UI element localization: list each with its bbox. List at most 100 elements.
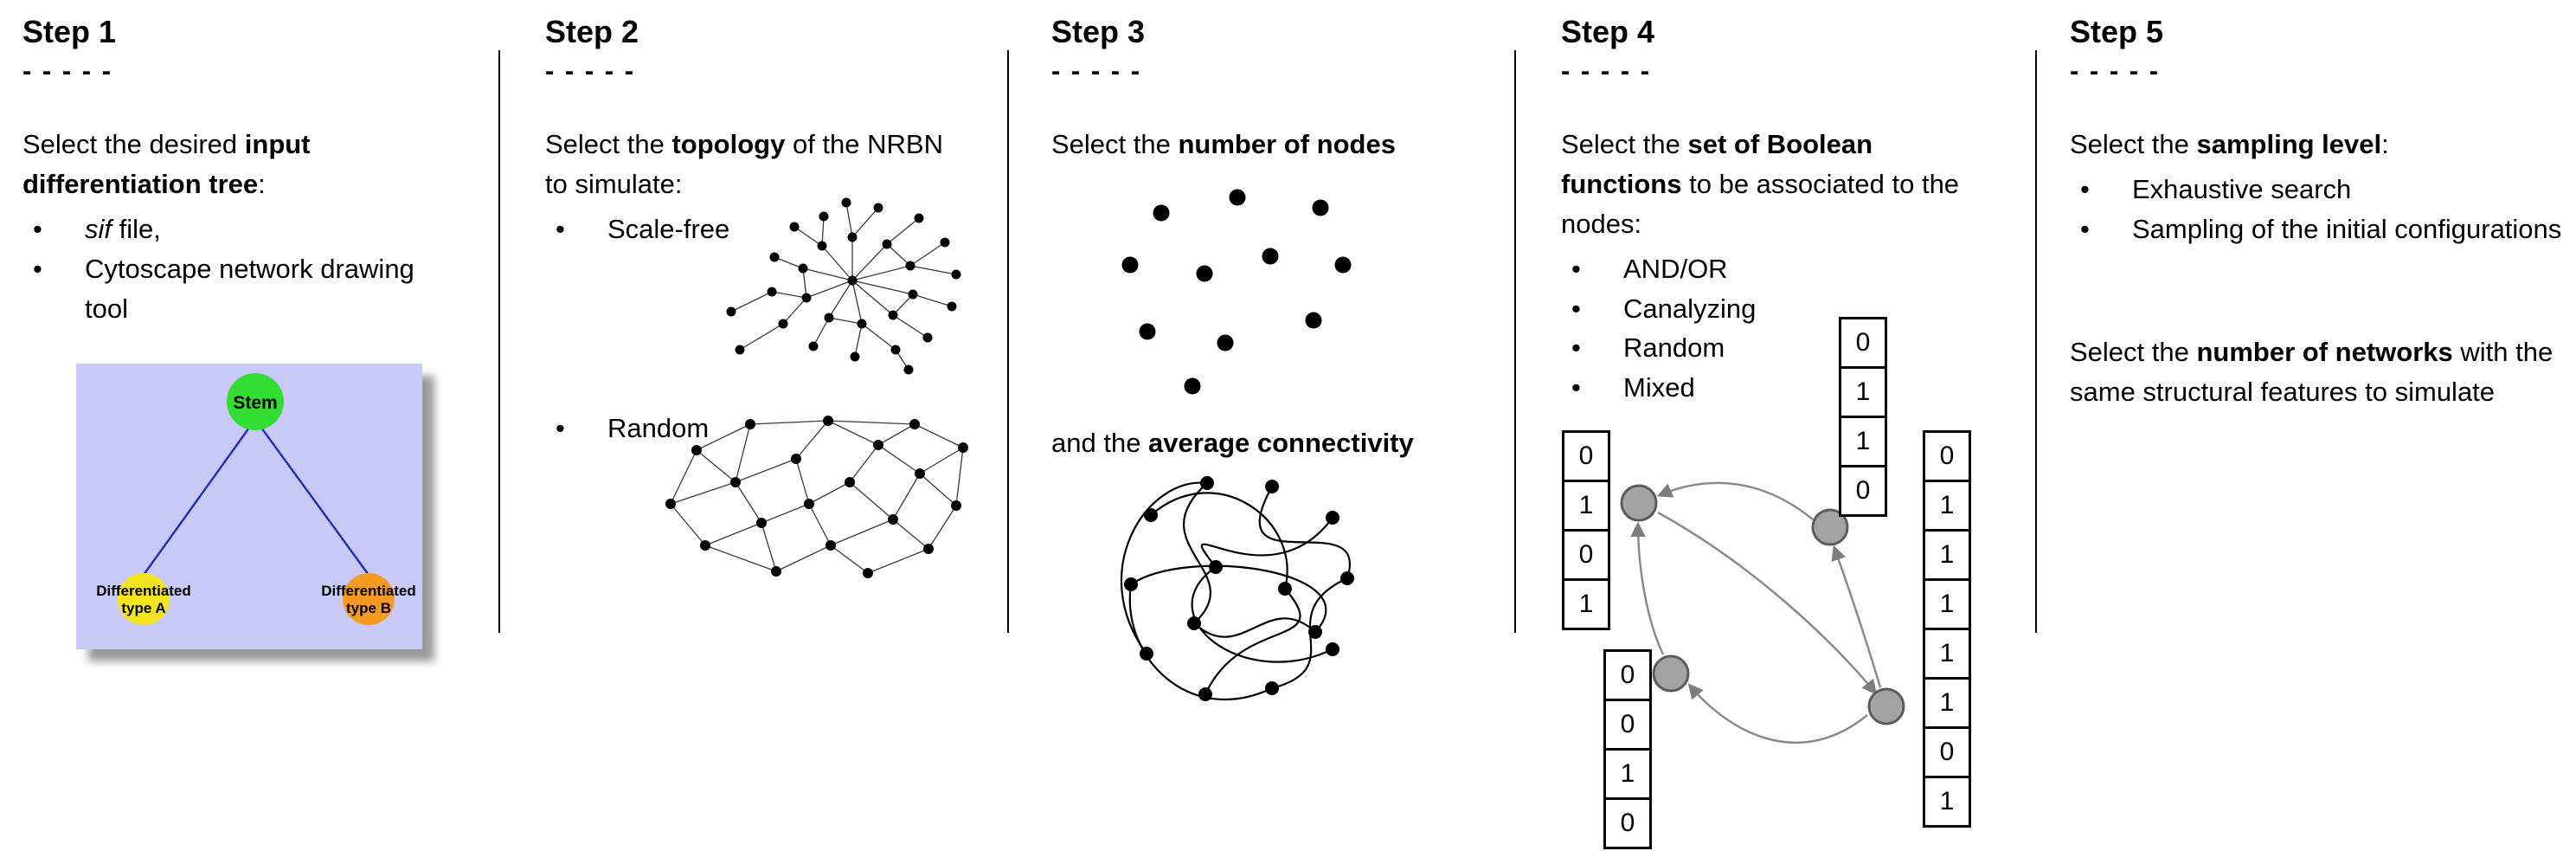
column-divider [498, 50, 500, 633]
truth-table-cell: 0 [1923, 726, 1971, 778]
bullet-marker: • [1571, 372, 1581, 403]
differentiated-type-a-node [118, 573, 170, 625]
truth-table-cell: 1 [1923, 677, 1971, 729]
bullet-label: Random [607, 412, 710, 443]
truth-table-cell: 1 [1562, 480, 1610, 532]
bullet-label: Sampling of the initial configurations [2132, 213, 2562, 244]
edge-d-to-c [1687, 683, 1868, 745]
step-1-panel: Step 1 - - - - - Select the desired inpu… [22, 14, 455, 328]
bullet-marker: • [1571, 332, 1581, 364]
bullet-label: Canalyzing [1623, 293, 1757, 324]
truth-table-cell: 1 [1562, 578, 1610, 630]
bullet-marker: • [33, 213, 42, 244]
step-4-separator: - - - - - [1561, 55, 1652, 86]
truth-table-cell: 1 [1923, 480, 1971, 532]
bullet-marker: • [33, 253, 42, 284]
scale-free-network-illustration [726, 197, 961, 375]
edge-d-to-b [1831, 545, 1882, 688]
column-divider [1514, 50, 1516, 633]
bullet-label: Cytoscape network drawing tool [85, 253, 414, 324]
step-1-separator: - - - - - [22, 55, 113, 86]
step-1-title: Step 1 [22, 14, 117, 49]
bullet-marker: • [1571, 253, 1581, 284]
step-4-panel: Step 4 - - - - - Select the set of Boole… [1561, 14, 2033, 408]
truth-table-cell: 0 [1603, 699, 1652, 751]
bullet-label: Mixed [1623, 372, 1695, 403]
step-4-title: Step 4 [1561, 14, 1655, 49]
differentiated-type-b-node [343, 573, 395, 625]
truth-table-cell: 0 [1603, 649, 1652, 701]
truth-table-cell: 1 [1923, 578, 1971, 630]
truth-table-cell: 0 [1839, 465, 1887, 517]
step-1-intro: Select the desired input differentiation… [22, 129, 311, 199]
step-3-separator: - - - - - [1051, 55, 1142, 86]
step-5-title: Step 5 [2070, 14, 2164, 49]
truth-table-cell: 1 [1603, 748, 1652, 800]
bullet-item-random: • Random [545, 409, 982, 448]
average-connectivity-illustration [1120, 476, 1354, 701]
truth-table-cell: 0 [1562, 430, 1610, 482]
bullet-item-sampling-initial-configurations: • Sampling of the initial configurations [2070, 210, 2567, 249]
truth-table-cell: 0 [1839, 317, 1887, 369]
step-5-separator: - - - - - [2070, 55, 2161, 86]
step-4-bullet-list: • AND/OR • Canalyzing • Random • Mixed [1561, 249, 2033, 409]
truth-table-cell: 0 [1562, 529, 1610, 581]
edge-a-to-d [1657, 511, 1878, 695]
step-1-bullet-list: • sif file, • Cytoscape network drawing … [22, 210, 455, 329]
step-2-separator: - - - - - [545, 55, 636, 86]
bullet-item-mixed: • Mixed [1561, 368, 2033, 408]
step-5-panel: Step 5 - - - - - Select the sampling lev… [2070, 14, 2567, 411]
bullet-label: sif file, [85, 213, 161, 244]
step-3-panel: Step 3 - - - - - Select the number of no… [1051, 14, 1510, 458]
step-3-line1: Select the number of nodes [1051, 129, 1396, 159]
tree-edge-to-type-b [260, 427, 370, 576]
truth-table-cell: 0 [1923, 430, 1971, 482]
bullet-label: Scale-free [607, 213, 730, 244]
tree-edge-to-type-a [142, 427, 251, 576]
bullet-marker: • [556, 412, 565, 443]
boolean-node-c [1652, 654, 1690, 693]
step-2-bullet-list: • Scale-free • Random [545, 210, 982, 448]
bullet-marker: • [556, 213, 565, 244]
boolean-network-graph [1620, 481, 1905, 745]
edge-c-to-a [1630, 521, 1665, 655]
step-2-panel: Step 2 - - - - - Select the topology of … [545, 14, 982, 448]
truth-table-cell: 1 [1923, 628, 1971, 680]
edge-b-to-a [1656, 481, 1814, 520]
type-a-label-line1: Differentiated [96, 583, 191, 599]
bullet-item-cytoscape: • Cytoscape network drawing tool [22, 249, 455, 329]
truth-table-cell: 1 [1839, 366, 1887, 418]
bullet-item-canalyzing: • Canalyzing [1561, 289, 2033, 329]
step-5-bullet-list: • Exhaustive search • Sampling of the in… [2070, 170, 2567, 249]
truth-table-cell: 1 [1923, 529, 1971, 581]
step-5-intro: Select the sampling level: [2070, 129, 2389, 159]
bullet-marker: • [1571, 293, 1581, 324]
bullet-label: Exhaustive search [2132, 173, 2352, 204]
bullet-marker: • [2080, 173, 2090, 204]
bullet-label: Random [1623, 332, 1725, 364]
step-2-intro: Select the topology of the NRBN to simul… [545, 129, 943, 199]
truth-table-cell: 1 [1839, 416, 1887, 467]
differentiation-tree-illustration: Stem Differentiated type A Differentiate… [76, 364, 434, 661]
type-b-label-line1: Differentiated [321, 583, 416, 599]
boolean-node-d [1867, 687, 1905, 725]
bullet-marker: • [2080, 213, 2090, 244]
nodes-dots-illustration [1121, 189, 1352, 395]
truth-table-cell: 0 [1603, 797, 1652, 849]
step-3-line2: and the average connectivity [1051, 428, 1414, 458]
bullet-item-sif-file: • sif file, [22, 210, 455, 249]
step-5-number-of-networks-text: Select the number of networks with the s… [2070, 336, 2554, 407]
boolean-node-a [1620, 484, 1658, 522]
bullet-item-random-functions: • Random [1561, 328, 2033, 368]
step-4-intro: Select the set of Boolean functions to b… [1561, 129, 1960, 239]
truth-table-cell: 1 [1923, 776, 1971, 828]
random-network-illustration [665, 416, 968, 578]
type-b-label-line2: type B [346, 600, 391, 616]
bullet-item-exhaustive-search: • Exhaustive search [2070, 170, 2567, 210]
